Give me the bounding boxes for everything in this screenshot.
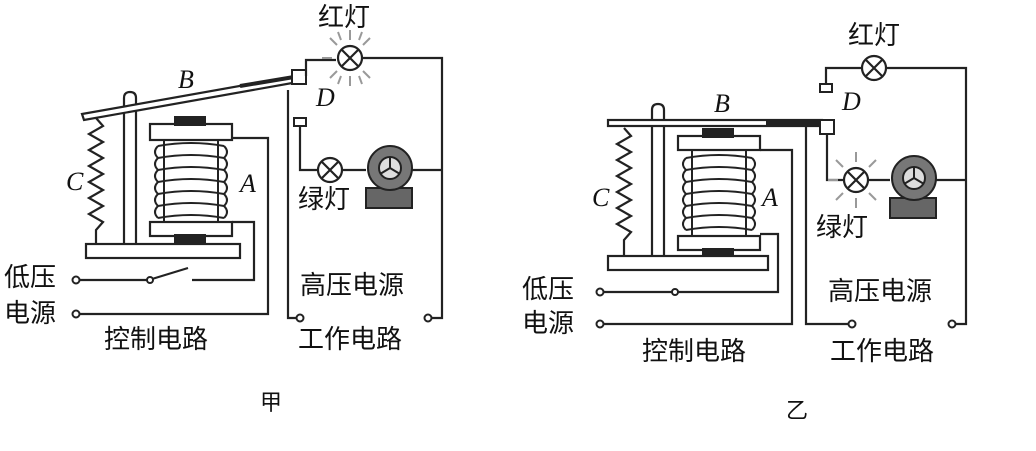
label-a: A <box>760 183 778 212</box>
red-wire-right <box>886 66 968 326</box>
terminal-low-2 <box>71 309 81 319</box>
pivot-post <box>650 102 666 256</box>
control-wire-2 <box>192 220 256 282</box>
core-top-plate <box>676 134 762 152</box>
motor-icon <box>889 155 937 219</box>
green-wire-left <box>298 126 318 172</box>
label-low-voltage-1: 低压 <box>522 275 574 305</box>
motor-icon <box>365 145 413 209</box>
label-c: C <box>592 183 610 212</box>
control-wire-1 <box>78 136 270 316</box>
terminal-high-1 <box>847 319 857 329</box>
label-high-voltage: 高压电源 <box>828 277 932 307</box>
label-d: D <box>315 83 335 112</box>
diagram-yi: 红灯 绿灯 B D C A 低压 电源 高压电源 控制电路 工作电路 乙 <box>522 21 968 424</box>
terminal-low-1 <box>71 275 81 285</box>
caption-yi: 乙 <box>786 399 808 424</box>
contact-d-lower <box>819 119 835 135</box>
label-b: B <box>178 65 194 94</box>
label-c: C <box>66 167 84 196</box>
terminal-high-2 <box>423 313 433 323</box>
armature-tip <box>239 74 301 88</box>
contact-d-upper <box>819 83 833 93</box>
core-bottom-cap <box>174 234 206 244</box>
green-lamp-icon <box>316 156 344 184</box>
terminal-low-2 <box>595 319 605 329</box>
label-high-voltage: 高压电源 <box>300 271 404 301</box>
core-bottom-plate <box>148 220 234 238</box>
label-b: B <box>714 89 730 118</box>
label-low-voltage-1: 低压 <box>4 263 56 293</box>
green-wire-left <box>825 134 844 182</box>
control-switch[interactable] <box>671 288 712 296</box>
label-low-voltage-2: 电源 <box>4 299 56 329</box>
core-top-cap <box>702 128 734 138</box>
label-green-lamp: 绿灯 <box>816 213 868 243</box>
control-wire-2 <box>712 232 780 294</box>
red-wire-right <box>362 56 444 320</box>
label-control-circuit: 控制电路 <box>104 325 208 355</box>
work-wire-left <box>286 90 298 320</box>
control-switch[interactable] <box>146 266 189 284</box>
label-a: A <box>238 169 256 198</box>
label-red-lamp: 红灯 <box>848 21 900 51</box>
core-bottom-cap <box>702 248 734 256</box>
label-d: D <box>841 87 861 116</box>
work-wire-left <box>804 123 850 326</box>
terminal-high-1 <box>295 313 305 323</box>
label-red-lamp: 红灯 <box>318 3 370 33</box>
label-work-circuit: 工作电路 <box>830 337 934 367</box>
coil-a <box>682 149 756 237</box>
red-wire-left <box>304 58 336 76</box>
base-plate <box>84 242 242 260</box>
diagram-jia: 红灯 绿灯 B D C A 低压 电源 高压电源 控制电路 工作电路 甲 <box>4 3 444 416</box>
spring-c <box>614 127 634 256</box>
base-plate <box>606 254 770 272</box>
caption-jia: 甲 <box>260 391 282 416</box>
control-wire-1 <box>602 148 794 326</box>
core-top-cap <box>174 116 206 126</box>
green-lamp-icon <box>828 152 884 208</box>
core-bottom-plate <box>676 234 762 252</box>
spring-c <box>86 117 106 244</box>
core-top-plate <box>148 122 234 142</box>
label-work-circuit: 工作电路 <box>298 325 402 355</box>
contact-d-lower <box>293 117 307 127</box>
red-wire-left <box>824 66 862 84</box>
label-control-circuit: 控制电路 <box>642 337 746 367</box>
label-low-voltage-2: 电源 <box>522 309 574 339</box>
coil-a <box>154 139 228 223</box>
terminal-high-2 <box>947 319 957 329</box>
contact-d-upper <box>291 69 307 85</box>
pivot-post <box>122 90 138 244</box>
label-green-lamp: 绿灯 <box>298 185 350 215</box>
red-lamp-icon <box>860 54 888 82</box>
terminal-low-1 <box>595 287 605 297</box>
